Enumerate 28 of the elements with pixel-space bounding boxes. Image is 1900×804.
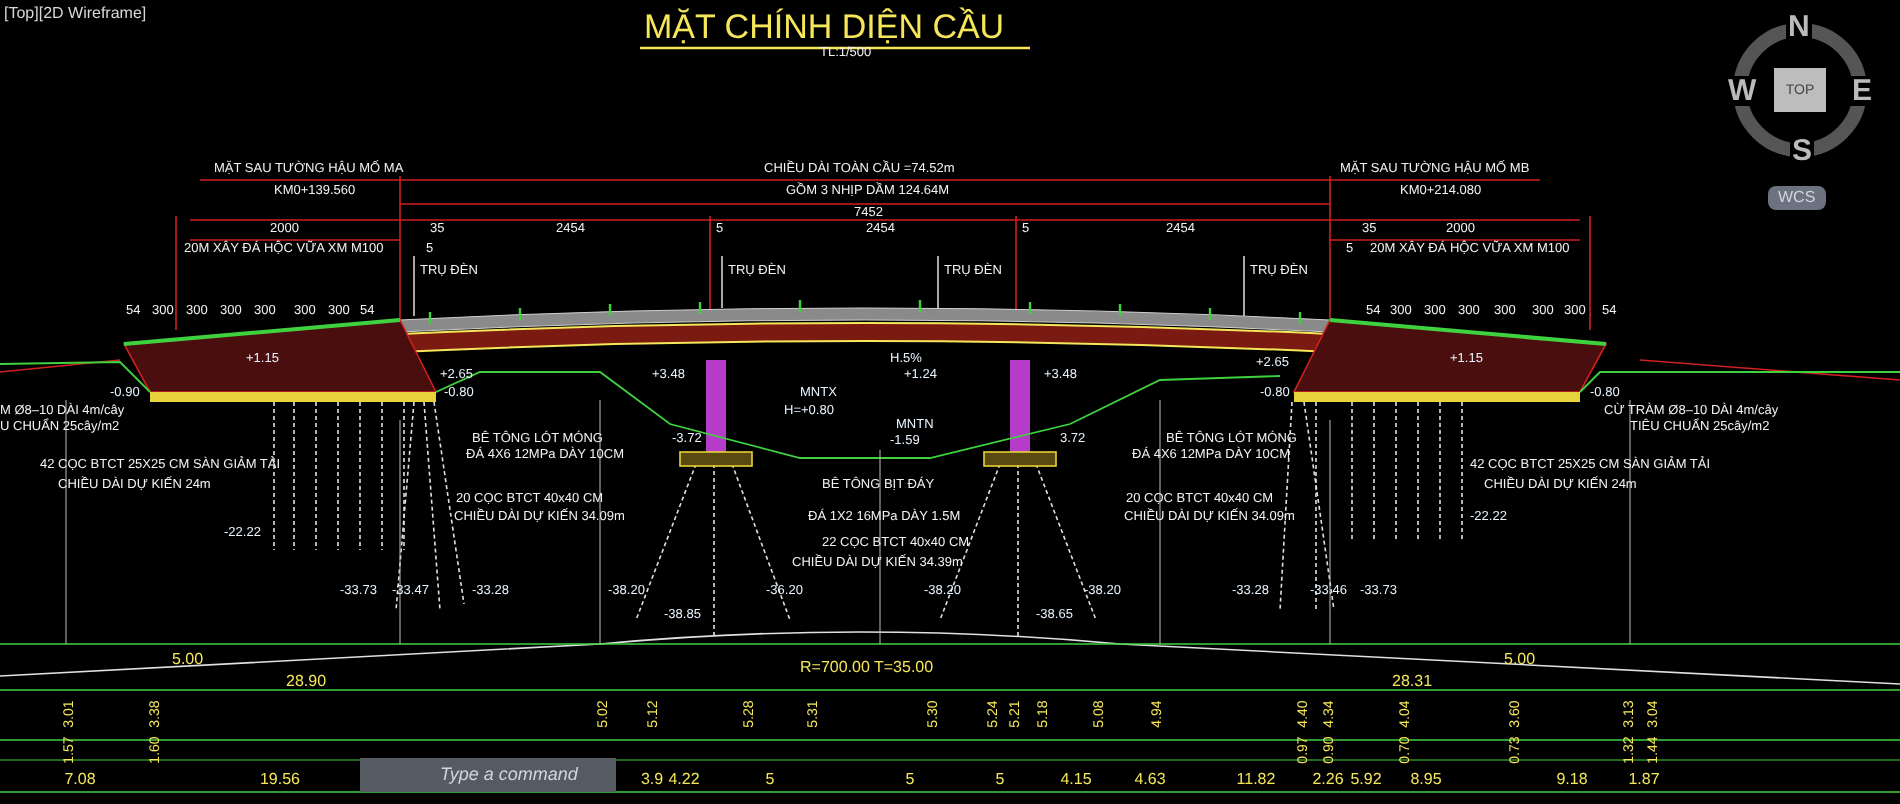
dimension-value: 5.00	[1504, 652, 1536, 668]
profile-value: 5.92	[1350, 772, 1382, 788]
profile-value: 11.82	[1236, 772, 1276, 788]
profile-value: 7.08	[64, 772, 96, 788]
compass-direction-label: E	[1850, 76, 1875, 106]
compass-direction-label: S	[1790, 136, 1815, 166]
wcs-button: WCS	[1768, 186, 1826, 210]
dimension-value: 28.90	[286, 674, 327, 690]
dimension-value: 5.00	[172, 652, 204, 668]
profile-value: 8.95	[1410, 772, 1442, 788]
drawing-title: MẶT CHÍNH DIỆN CẦU	[644, 10, 1005, 44]
profile-value: 5	[765, 772, 775, 788]
compass-direction-label: W	[1726, 76, 1759, 106]
dimension-value: 28.31	[1392, 674, 1433, 690]
profile-value: 5	[995, 772, 1005, 788]
profile-value: 4.22	[668, 772, 700, 788]
viewport-label: [Top][2D Wireframe]	[4, 6, 147, 22]
compass-direction-label: N	[1786, 12, 1812, 42]
profile-value: 2.26	[1312, 772, 1344, 788]
profile-value: 4.15	[1060, 772, 1092, 788]
profile-value: 3.9	[640, 772, 664, 788]
profile-value: 9.18	[1556, 772, 1588, 788]
profile-value: 19.56	[259, 772, 301, 788]
command-input-field: Type a command	[360, 758, 616, 792]
profile-value: 5	[905, 772, 915, 788]
curve-data-label: R=700.00 T=35.00	[800, 660, 934, 676]
profile-value: 4.63	[1134, 772, 1166, 788]
profile-value: 1.87	[1628, 772, 1660, 788]
